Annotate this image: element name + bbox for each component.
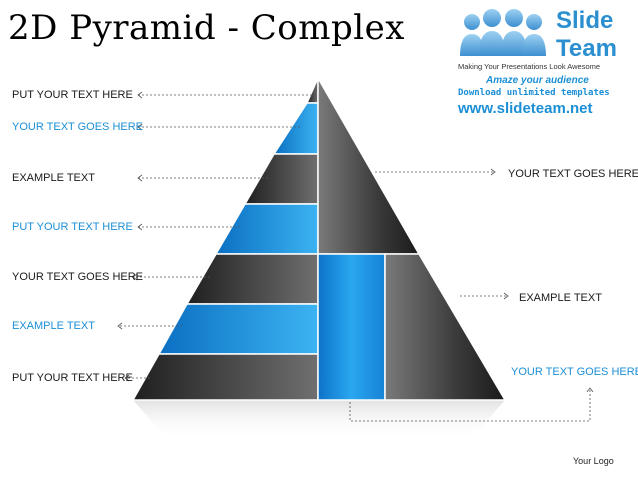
left-label-6: EXAMPLE TEXT [12,320,95,332]
band-2 [272,102,319,155]
slideteam-logo: Slide Team Making Your Presentations Loo… [456,4,634,124]
band-6 [157,303,319,355]
band-5 [185,253,319,305]
band-3 [243,153,319,205]
pyramid-reflection [133,400,505,440]
logo-word-slide: Slide [556,7,614,34]
band-4 [214,203,319,255]
right-middle-section [317,253,386,401]
left-label-5: YOUR TEXT GOES HERE [12,271,144,283]
right-label-1: YOUR TEXT GOES HERE [508,168,638,180]
logo-amaze: Amaze your audience [486,75,589,86]
people-logo-icon [460,9,546,56]
connector-right-3 [349,388,591,422]
right-top-section [317,75,421,255]
right-bottom-section [384,253,507,401]
footer-logo-placeholder: Your Logo [573,456,614,466]
left-label-4: PUT YOUR TEXT HERE [12,221,133,233]
logo-download: Download unlimited templates [458,88,610,98]
left-label-2: YOUR TEXT GOES HERE [12,121,144,133]
band-7 [131,353,319,401]
slide-title: 2D Pyramid - Complex [8,8,405,48]
left-label-7: PUT YOUR TEXT HERE [12,372,133,384]
band-1 [305,77,319,104]
left-label-3: EXAMPLE TEXT [12,172,95,184]
right-label-2: EXAMPLE TEXT [519,292,602,304]
logo-url: www.slideteam.net [458,100,593,117]
right-label-3: YOUR TEXT GOES HERE [511,366,638,378]
logo-tagline: Making Your Presentations Look Awesome [458,62,601,71]
logo-word-team: Team [556,35,617,62]
left-label-1: PUT YOUR TEXT HERE [12,89,133,101]
